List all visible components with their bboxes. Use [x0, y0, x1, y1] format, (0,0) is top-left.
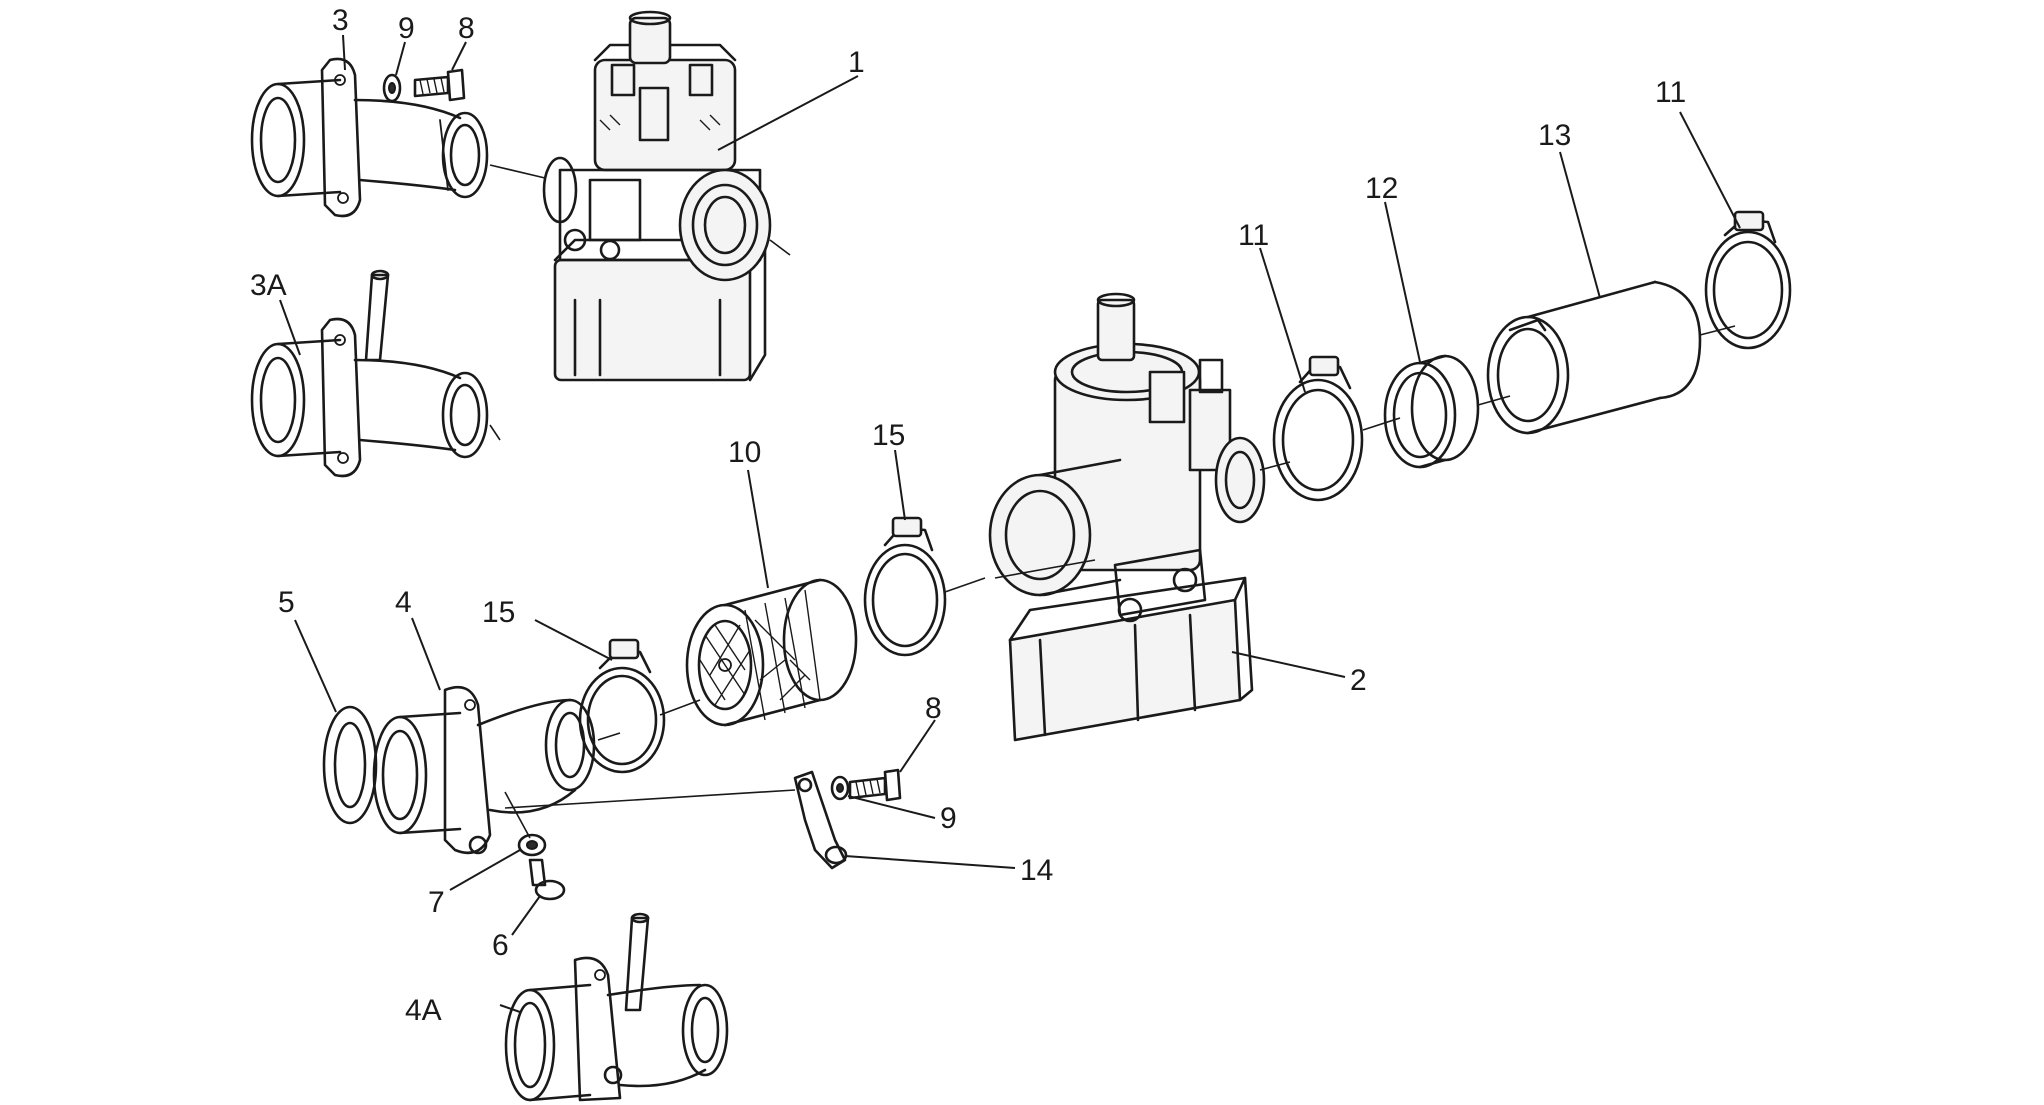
- part-4a-intake-manifold: [504, 912, 729, 1102]
- part-4-intake-manifold: [372, 685, 621, 855]
- callout-14: 14: [1020, 854, 1053, 887]
- callout-1: 1: [848, 46, 865, 79]
- callout-15-right: 15: [872, 419, 905, 452]
- part-6-screw: [504, 791, 566, 901]
- part-14-bracket: [793, 770, 848, 870]
- callout-3: 3: [332, 4, 349, 37]
- part-8-bolt-mid: [848, 768, 902, 802]
- callout-11-right: 11: [1655, 76, 1686, 109]
- callout-10: 10: [728, 436, 761, 469]
- callout-12: 12: [1365, 172, 1398, 205]
- part-2-carburettor: [988, 292, 1291, 742]
- callout-6: 6: [492, 929, 509, 962]
- part-3-intake-manifold: [250, 57, 546, 218]
- assembly-axis-line: [504, 789, 796, 809]
- callout-4: 4: [395, 586, 412, 619]
- callout-9-top: 9: [398, 12, 415, 45]
- part-7-washer: [517, 833, 547, 857]
- part-9-washer-mid: [830, 775, 850, 801]
- part-9-washer-top: [382, 73, 402, 103]
- part-11-hose-clamp-right: [1704, 210, 1792, 350]
- leader-lines: [279, 34, 1741, 1013]
- callout-13: 13: [1538, 119, 1571, 152]
- part-15-hose-clamp-right: [863, 516, 986, 657]
- callout-9-mid: 9: [940, 802, 957, 835]
- part-11-hose-clamp-left: [1272, 355, 1401, 502]
- callout-8-top: 8: [458, 12, 475, 45]
- part-8-bolt-top: [413, 68, 466, 102]
- callout-5: 5: [278, 586, 295, 619]
- callout-8-mid: 8: [925, 692, 942, 725]
- part-10-filter-element: [685, 578, 858, 727]
- part-3a-intake-manifold: [250, 269, 501, 478]
- part-13-sleeve: [1486, 280, 1736, 435]
- callout-15-left: 15: [482, 596, 515, 629]
- callout-4a: 4A: [405, 994, 442, 1027]
- part-5-gasket: [322, 705, 378, 825]
- part-1-carburettor: [542, 10, 791, 382]
- callout-3a: 3A: [250, 269, 287, 302]
- callout-2: 2: [1350, 664, 1367, 697]
- callout-7: 7: [428, 886, 445, 919]
- part-12-ring: [1383, 354, 1511, 469]
- callout-11-left: 11: [1238, 219, 1269, 252]
- part-15-hose-clamp-left: [578, 638, 701, 774]
